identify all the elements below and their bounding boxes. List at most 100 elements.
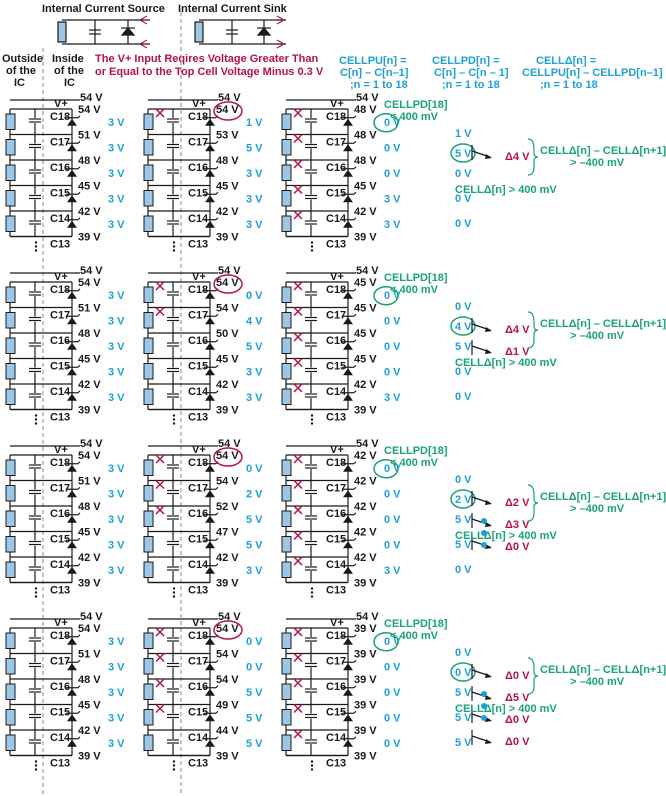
pin-label: C15 [188,534,208,546]
continuation-dot [172,760,176,763]
celldelta-diff-threshold: > –400 mV [570,503,625,515]
battery-cell-icon [5,286,16,303]
continuation-dot [34,422,38,425]
pin-label: C17 [50,656,70,668]
battery-cell-icon [5,658,16,675]
cellpd-highlight [373,459,399,479]
pin-label: C15 [326,361,346,373]
diode-icon [342,736,357,747]
node-voltage: 48 V [78,674,101,686]
cell-diff-value: 5 V [246,341,263,353]
delta-value: Δ4 V [505,151,530,163]
cell-diff-value: 3 V [384,193,401,205]
node-voltage: 42 V [354,379,377,391]
battery-cell-icon [143,658,154,675]
battery-cell-icon [281,709,292,726]
node-voltage: 39 V [216,578,239,590]
pin-label: C17 [50,483,70,495]
vplus-voltage: 54 V [218,611,241,623]
pin-label: C15 [188,707,208,719]
cell-diff-value: 0 V [384,341,401,353]
vplus-label: V+ [330,444,344,456]
battery-cell-icon [5,388,16,405]
pin-label: C15 [50,534,70,546]
diode-icon [66,364,81,376]
cell-diff-value: 5 V [246,712,263,724]
header: Internal Current Source Internal Current… [2,3,663,91]
disconnect-x-icon [155,281,165,291]
node-voltage: 54 V [78,623,101,635]
celldelta-gt-label: CELLΔ[n] > 400 mV [455,530,557,542]
node-voltage: 54 V [78,104,101,116]
pin-label: C18 [50,457,70,469]
celldelta-gt-label: CELLΔ[n] > 400 mV [455,703,557,715]
cellpd18-threshold: < 400 mV [390,284,439,296]
diode-icon [204,563,219,574]
disconnect-x-icon [155,505,165,515]
pin-label: C18 [326,111,346,123]
diode-icon [342,339,357,350]
pin-label: C13 [326,239,346,251]
disconnect-x-icon [155,479,165,490]
svg-text:Outside: Outside [2,53,43,65]
continuation-dot [310,587,314,590]
continuation-dot [34,768,38,771]
celldelta-value: 5 V [455,687,472,699]
cell-diff-value: 3 V [384,392,401,404]
battery-cell-icon [5,734,16,751]
pin-label: C16 [188,162,208,174]
disconnect-x-icon [293,332,303,342]
node-voltage: 50 V [216,328,239,340]
node-voltage: 54 V [216,450,239,462]
pin-label: C16 [50,681,70,693]
pin-label: C15 [50,188,70,200]
voltage-warning: The V+ Input Reqires Voltage Greater Tha… [95,53,324,78]
diode-icon [204,710,219,722]
cell-diff-value: 0 V [384,514,401,526]
pin-label: C17 [188,310,208,322]
continuation-dot [34,418,38,421]
pin-label: C18 [326,630,346,642]
cellpd18-threshold: < 400 mV [390,630,439,642]
node-voltage: 45 V [216,181,239,193]
vplus-voltage: 54 V [80,438,103,450]
vplus-label: V+ [330,617,344,629]
diode-icon [342,115,357,126]
cellpd18-label: CELLPD[18] [384,99,448,111]
diode-icon [342,634,357,645]
node-voltage: 54 V [216,277,239,289]
disconnect-x-icon [155,703,165,714]
battery-cell-icon [143,632,154,649]
diode-icon [342,563,357,574]
cell-diff-value: 3 V [108,463,125,475]
cell-diff-value: 3 V [384,219,401,231]
diode-icon [66,288,81,299]
cell-diff-value: 0 V [246,661,263,673]
continuation-dot [310,414,314,417]
celldelta-value: 0 V [455,366,472,378]
battery-cell-icon [281,337,292,354]
vplus-label: V+ [192,444,206,456]
svg-text:C[n] – C[n – 1]: C[n] – C[n – 1] [434,67,509,79]
diode-icon [66,339,81,350]
vplus-voltage: 54 V [80,92,103,104]
celldelta-value: 5 V [455,341,472,353]
diode-icon [66,563,81,574]
pin-label: C17 [50,310,70,322]
continuation-dot [172,764,176,767]
diode-icon [66,486,81,498]
diode-icon [66,217,81,228]
cell-diff-value: 0 V [246,290,263,302]
cell-diff-value: 0 V [384,539,401,551]
vplus-voltage: 54 V [218,92,241,104]
node-voltage: 48 V [354,155,377,167]
disconnect-x-icon [293,159,303,169]
cell-diff-value: 1 V [246,117,263,129]
celldelta-value: 0 V [455,218,472,230]
pin-label: C17 [50,137,70,149]
celldelta-diff-label: CELLΔ[n] – CELLΔ[n+1] [540,664,666,676]
